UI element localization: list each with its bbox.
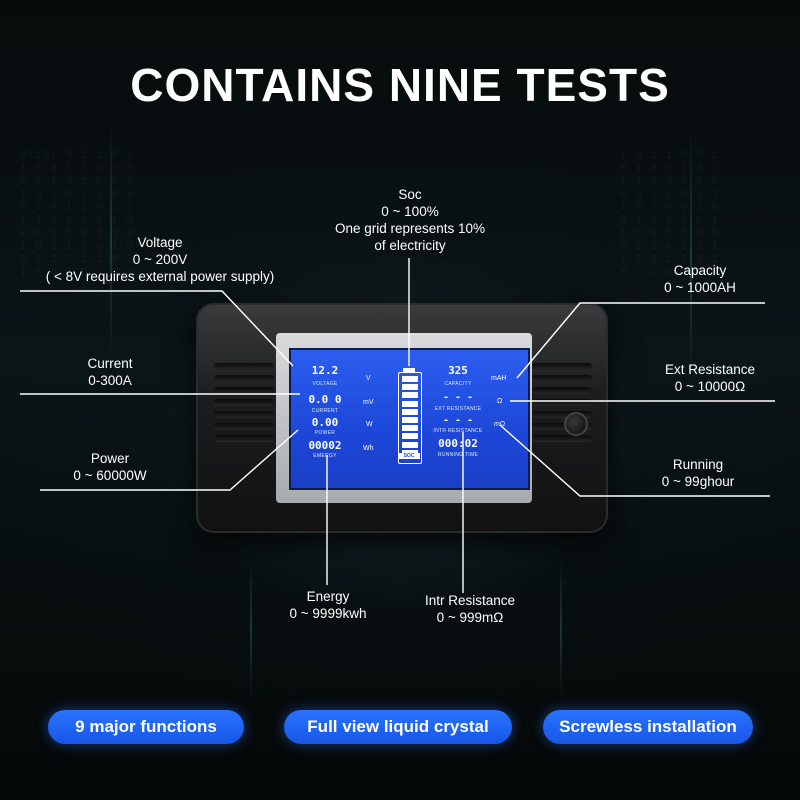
current-range: 0-300A <box>88 373 132 388</box>
soc-grid-bar <box>402 376 418 382</box>
soc-grid-bar <box>402 408 418 415</box>
label-ext-resistance: Ext Resistance 0 ~ 10000Ω <box>630 361 790 395</box>
background-code-right: 1 0 1 1 0 0 1 0 1 0 1 1 0 1 1 1 0 0 1 0 … <box>620 150 719 279</box>
lcd-ext-resistance-value: - - - <box>442 392 474 403</box>
lcd-capacity-caption: CAPACITY <box>444 381 472 387</box>
label-intr-resistance: Intr Resistance 0 ~ 999mΩ <box>400 592 540 626</box>
line-running <box>499 424 770 497</box>
label-current: Current 0-300A <box>60 355 160 389</box>
feature-pill-functions: 9 major functions <box>48 710 244 744</box>
label-power: Power 0 ~ 60000W <box>50 450 170 484</box>
lcd-current-value: 0.0 0 <box>308 393 342 406</box>
soc-grid-bar <box>402 417 418 423</box>
capacity-range: 0 ~ 1000AH <box>664 280 736 295</box>
lcd-capacity-value: 325 <box>448 364 468 377</box>
soc-battery-icon <box>398 372 422 464</box>
lcd-power-caption: POWER <box>314 430 336 436</box>
energy-range: 0 ~ 9999kwh <box>289 606 367 621</box>
lcd-intr-resistance-caption: INTR RESISTANCE <box>433 428 483 434</box>
lcd-energy-unit: Wh <box>363 445 374 452</box>
light-stream <box>690 130 692 390</box>
voltage-range: 0 ~ 200V <box>132 252 188 267</box>
lcd-current-unit: mV <box>363 399 374 406</box>
lcd-running-time-caption: RUNNING TIME <box>437 452 479 458</box>
current-title: Current <box>87 356 133 371</box>
label-soc: Soc 0 ~ 100% One grid represents 10% of … <box>310 186 510 254</box>
label-voltage: Voltage 0 ~ 200V ( < 8V requires externa… <box>10 234 310 285</box>
lcd-power-unit: W <box>366 421 373 428</box>
voltage-note: ( < 8V requires external power supply) <box>45 269 275 284</box>
feature-pill-lcd: Full view liquid crystal <box>284 710 512 744</box>
lcd-ext-resistance-caption: EXT RESISTANCE <box>434 406 482 412</box>
soc-grid-bar <box>402 384 418 391</box>
lcd-capacity-unit: mAH <box>491 375 507 382</box>
vent-left <box>214 363 274 453</box>
soc-caption: SOC <box>398 453 420 459</box>
line-capacity <box>516 302 765 379</box>
voltage-title: Voltage <box>137 235 183 250</box>
soc-grid-bar <box>402 425 418 432</box>
lcd-energy-value: 00002 <box>308 439 342 452</box>
intr-title: Intr Resistance <box>424 593 516 608</box>
capacity-title: Capacity <box>673 263 727 278</box>
battery-cap <box>403 368 415 372</box>
label-running: Running 0 ~ 99ghour <box>638 456 758 490</box>
feature-pill-install: Screwless installation <box>543 710 753 744</box>
lcd-ext-resistance-unit: Ω <box>497 398 503 405</box>
running-range: 0 ~ 99ghour <box>661 474 735 489</box>
soc-grid-bar <box>402 392 418 399</box>
lcd-intr-resistance-unit: mΩ <box>494 421 506 428</box>
label-capacity: Capacity 0 ~ 1000AH <box>635 262 765 296</box>
running-title: Running <box>672 457 724 472</box>
lcd-power-value: 0.00 <box>311 416 339 429</box>
soc-grid-bar <box>402 449 418 456</box>
soc-grid-bar <box>402 433 418 440</box>
soc-note-2: of electricity <box>374 238 446 253</box>
soc-title: Soc <box>398 187 422 202</box>
soc-grid-bar <box>402 441 418 448</box>
label-energy: Energy 0 ~ 9999kwh <box>268 588 388 622</box>
intr-range: 0 ~ 999mΩ <box>436 610 504 625</box>
line-power <box>40 429 299 491</box>
energy-title: Energy <box>306 589 350 604</box>
background-code-left: 01101 0 1 1 0 1 1 0 0 1 1 0 1 0 0 1 1 0 … <box>20 150 135 279</box>
lcd-voltage-caption: VOLTAGE <box>312 381 338 387</box>
vent-right <box>532 363 592 453</box>
lcd-intr-resistance-value: - - - <box>442 415 474 426</box>
light-stream <box>110 120 112 360</box>
light-stream <box>250 560 252 700</box>
lcd-voltage-value: 12.2 <box>311 364 339 377</box>
page-title: CONTAINS NINE TESTS <box>130 59 670 111</box>
soc-range: 0 ~ 100% <box>381 204 439 219</box>
lcd-running-time-value: 000:02 <box>438 437 478 450</box>
soc-grid-bar <box>402 400 418 407</box>
ext-range: 0 ~ 10000Ω <box>674 379 746 394</box>
light-stream <box>560 560 562 700</box>
lcd-voltage-unit: V <box>366 375 371 382</box>
lcd-energy-caption: EMERGY <box>313 453 337 459</box>
power-title: Power <box>90 451 130 466</box>
ext-title: Ext Resistance <box>664 362 756 377</box>
line-voltage <box>20 290 294 367</box>
soc-note-1: One grid represents 10% <box>334 221 486 236</box>
lcd-current-caption: CURRENT <box>311 408 339 414</box>
power-range: 0 ~ 60000W <box>73 468 147 483</box>
device-button[interactable] <box>564 412 588 436</box>
